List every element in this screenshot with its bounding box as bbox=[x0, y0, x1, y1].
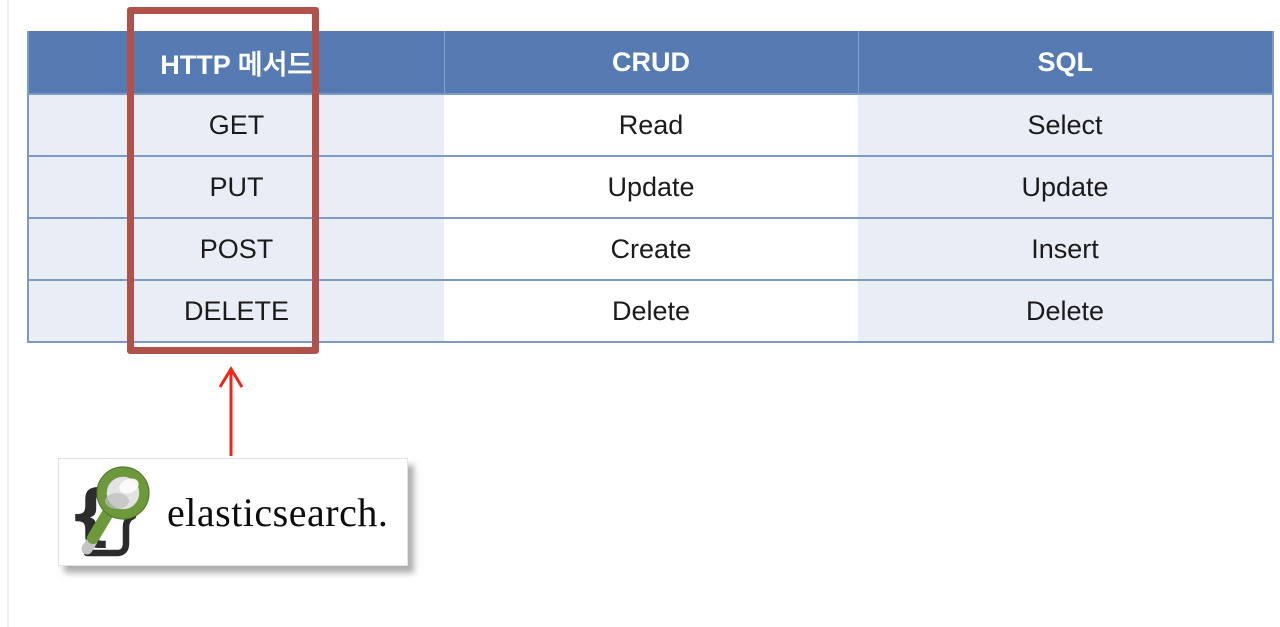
cell-sql: Delete bbox=[858, 279, 1273, 342]
column-header-http-method: HTTP 메서드 bbox=[28, 31, 444, 94]
cell-sql: Insert bbox=[858, 217, 1273, 280]
page-edge-line bbox=[7, 0, 9, 627]
cell-method: GET bbox=[28, 93, 444, 156]
column-highlight-rectangle bbox=[127, 7, 319, 354]
column-header-sql: SQL bbox=[857, 31, 1273, 94]
cell-crud: Create bbox=[444, 217, 858, 280]
table-row-delete: DELETE Delete Delete bbox=[28, 279, 1273, 342]
column-header-crud: CRUD bbox=[443, 31, 858, 94]
table-row-put: PUT Update Update bbox=[28, 155, 1273, 218]
cell-sql: Select bbox=[858, 93, 1273, 156]
table-row-get: GET Read Select bbox=[28, 93, 1273, 156]
up-arrow-icon bbox=[218, 366, 244, 456]
cell-method: PUT bbox=[28, 155, 444, 218]
table-header-row: HTTP 메서드 CRUD SQL bbox=[28, 31, 1273, 94]
cell-crud: Read bbox=[444, 93, 858, 156]
cell-sql: Update bbox=[858, 155, 1273, 218]
elasticsearch-logo-card: { elasticsearch. bbox=[58, 458, 408, 566]
cell-crud: Update bbox=[444, 155, 858, 218]
elasticsearch-wordmark: elasticsearch. bbox=[167, 489, 389, 535]
cell-method: DELETE bbox=[28, 279, 444, 342]
http-crud-sql-table: HTTP 메서드 CRUD SQL GET Read Select PUT Up… bbox=[27, 31, 1274, 343]
elasticsearch-magnifier-icon: { bbox=[67, 466, 150, 557]
cell-method: POST bbox=[28, 217, 444, 280]
table-row-post: POST Create Insert bbox=[28, 217, 1273, 280]
cell-crud: Delete bbox=[444, 279, 858, 342]
